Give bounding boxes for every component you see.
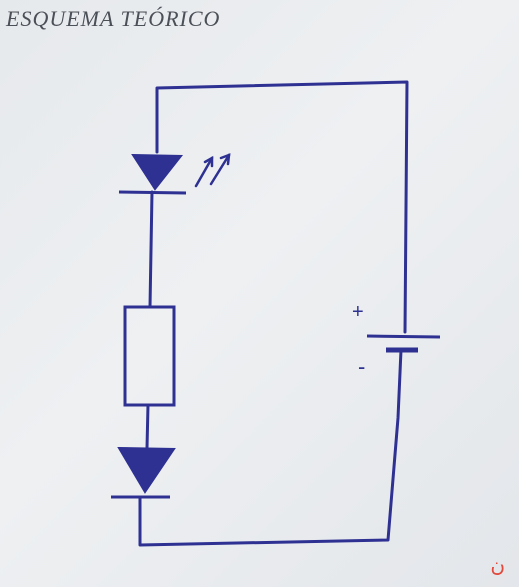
battery-symbol (366, 334, 441, 353)
wire-right-lower (138, 348, 403, 547)
light-emission-arrows-icon (194, 153, 231, 188)
wire-top (155, 80, 409, 334)
resistor-symbol (123, 305, 176, 407)
wire-led-resistor (148, 190, 154, 309)
battery-plus-label: + (352, 301, 364, 323)
schematic-title: ESQUEMA TEÓRICO (6, 6, 221, 31)
corner-logo-icon: ن (490, 553, 505, 577)
wire-resistor-diode (145, 403, 150, 450)
led-symbol (118, 153, 231, 195)
diode-symbol (111, 446, 176, 499)
battery-minus-label: - (358, 354, 365, 379)
